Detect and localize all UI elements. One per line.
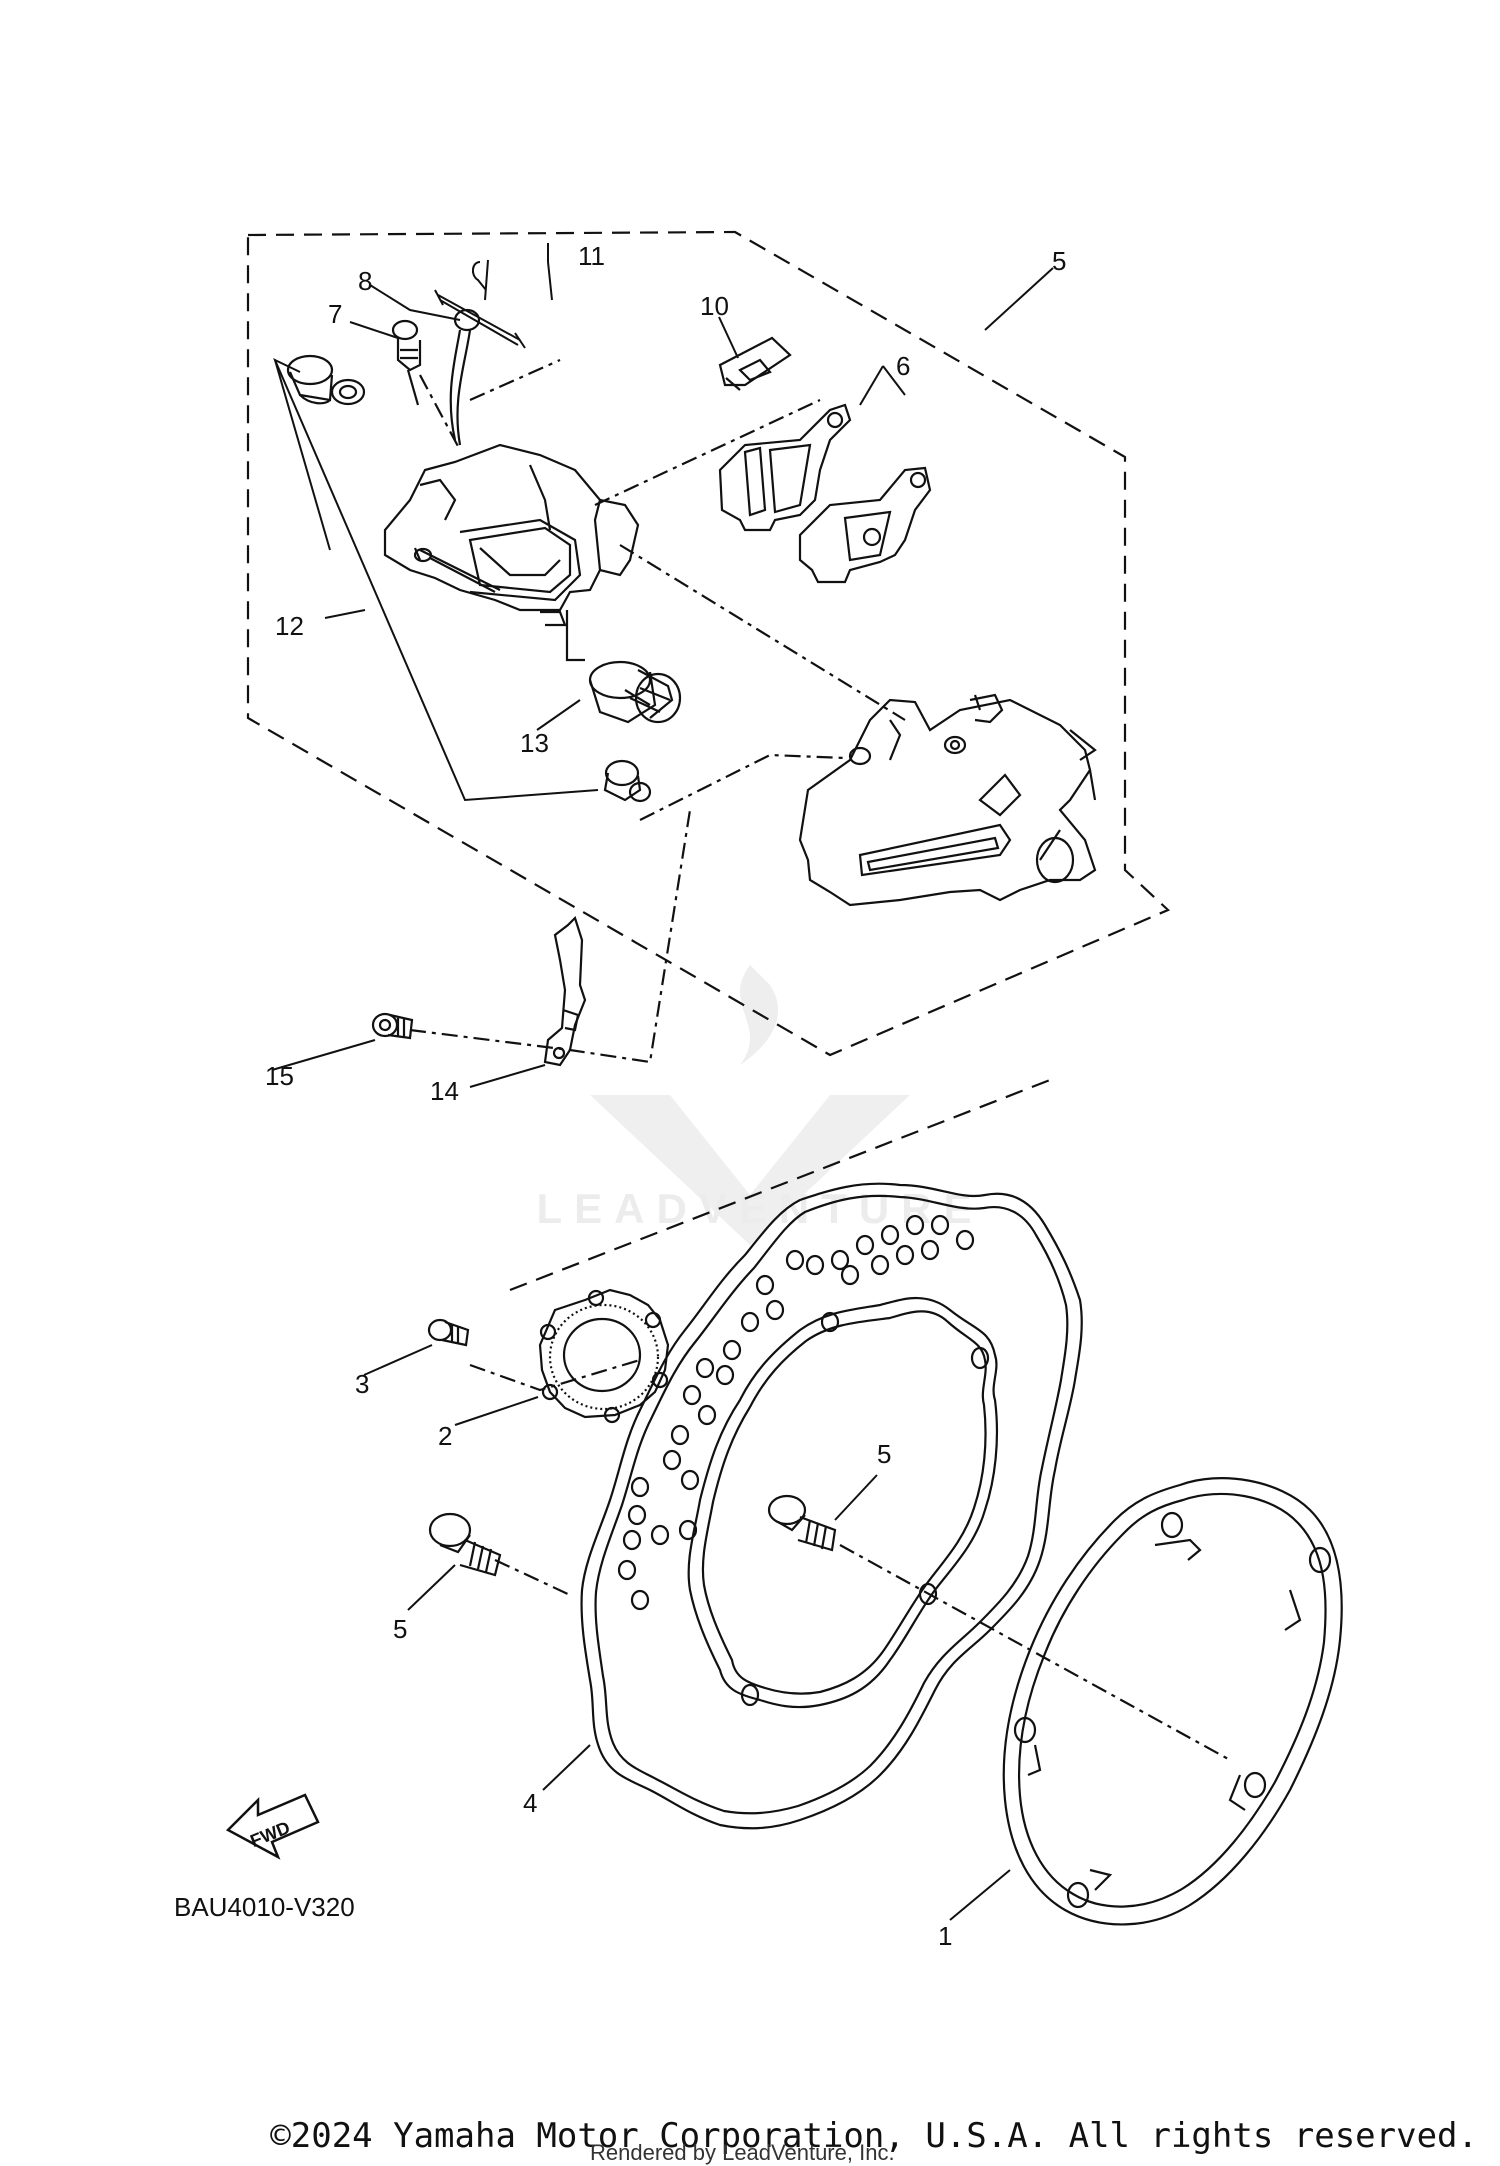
pad-pin-clip	[434, 259, 526, 349]
brake-disc	[580, 1182, 1083, 1830]
callout-12: 12	[275, 611, 304, 641]
sensor-ring-screw	[427, 1318, 470, 1347]
callout-2: 2	[438, 1421, 452, 1451]
callout-15: 15	[265, 1061, 294, 1091]
dust-seal	[603, 759, 652, 803]
leader-pads	[594, 399, 821, 506]
bracket-bolt	[371, 1012, 414, 1040]
leader-bracket-bolt	[639, 753, 846, 821]
leader-sensor-ring	[469, 1358, 641, 1392]
sensor-bracket-plate	[543, 915, 587, 1067]
callout-3: 3	[355, 1369, 369, 1399]
callout-13: 13	[520, 728, 549, 758]
leader-bracket	[619, 544, 906, 721]
caliper-body	[383, 443, 640, 662]
callout-11: 10	[700, 291, 729, 321]
leader-bolt-15	[409, 809, 692, 1064]
leader-bolt-5-left	[494, 1559, 571, 1596]
bleed-screw	[391, 319, 422, 406]
copyright-notice: ©2024 Yamaha Motor Corporation, U.S.A. A…	[270, 2116, 1478, 2156]
callout-1: 1	[938, 1921, 952, 1951]
brake-pad-outer	[798, 466, 932, 584]
callout-8: 11	[578, 241, 605, 271]
piston-seal-boot	[286, 354, 366, 406]
callout-4: 4	[523, 1788, 537, 1818]
callout-7: 6	[896, 351, 910, 381]
disc-bolt-left	[428, 1512, 502, 1577]
fwd-arrow-icon	[225, 1793, 320, 1860]
disc-bolt-center	[767, 1494, 837, 1552]
callout-5-left: 5	[393, 1614, 407, 1644]
brake-pad-inner	[718, 403, 852, 532]
callout-leaders	[271, 243, 1054, 1921]
callout-numbers: 11 8 7 10 5 6 12 13 15 14 3 2 5 5 4 1 FW…	[247, 241, 1066, 1951]
caliper-piston	[588, 660, 682, 724]
disc-vent-holes	[617, 1214, 990, 1707]
leader-bleed-screw	[419, 374, 461, 451]
bleeder-cap	[449, 308, 481, 446]
callout-5-center: 5	[877, 1439, 891, 1469]
leader-disc-to-caliper	[509, 1078, 1051, 1292]
leader-pin	[469, 358, 561, 402]
leader-bolt-5-center	[839, 1544, 1231, 1761]
diagram-code: BAU4010-V320	[174, 1892, 355, 1922]
callout-14: 14	[430, 1076, 459, 1106]
fwd-label: FWD	[247, 1817, 292, 1851]
rendered-by-credit: Rendered by LeadVenture, Inc.	[590, 2140, 895, 2165]
callout-9: 7	[328, 299, 342, 329]
caliper-bracket	[798, 693, 1097, 907]
watermark-text: LEADVENTURE	[536, 1185, 984, 1232]
sensor-rotor-ring	[538, 1288, 670, 1424]
disc-spacer-plate	[1002, 1477, 1343, 1926]
assembly-boundary-6	[246, 230, 1170, 1057]
pad-spring	[718, 336, 792, 391]
callout-6: 5	[1052, 246, 1066, 276]
callout-10: 8	[358, 266, 372, 296]
